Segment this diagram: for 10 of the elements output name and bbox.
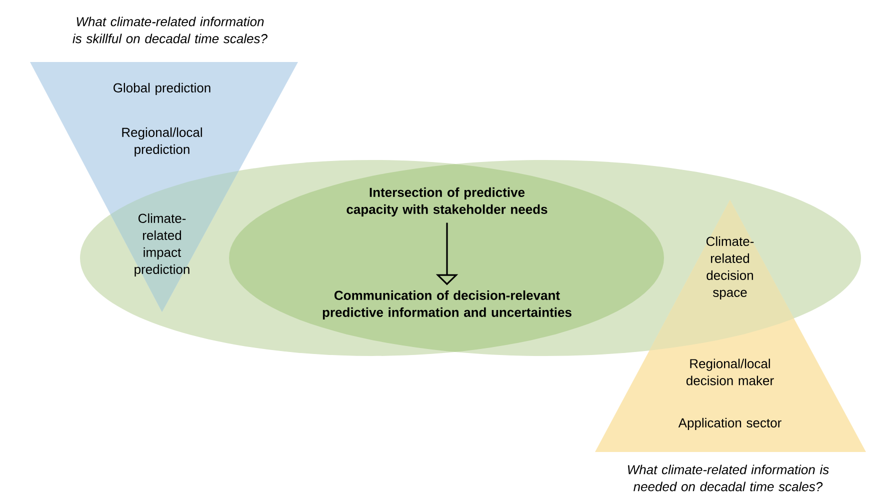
- node-label: Regional/local decision maker: [686, 358, 774, 386]
- node-label: Climate-related decision space: [706, 236, 754, 300]
- node-label: Regional/local prediction: [122, 127, 202, 157]
- node-label: Global prediction: [114, 82, 210, 96]
- node-label: Communication of decision-relevant predictive information and uncertainties: [322, 290, 572, 320]
- node-label: Application sector: [678, 418, 782, 430]
- question-text: What climate-related information is needed on decadal time scales?: [628, 464, 829, 492]
- node-label: Climate-related impact prediction: [134, 213, 190, 277]
- question-text: What climate-related information is skillful on decadal time scales?: [72, 16, 268, 44]
- node-label: Intersection of predictive capacity with stakeholder needs: [346, 187, 548, 217]
